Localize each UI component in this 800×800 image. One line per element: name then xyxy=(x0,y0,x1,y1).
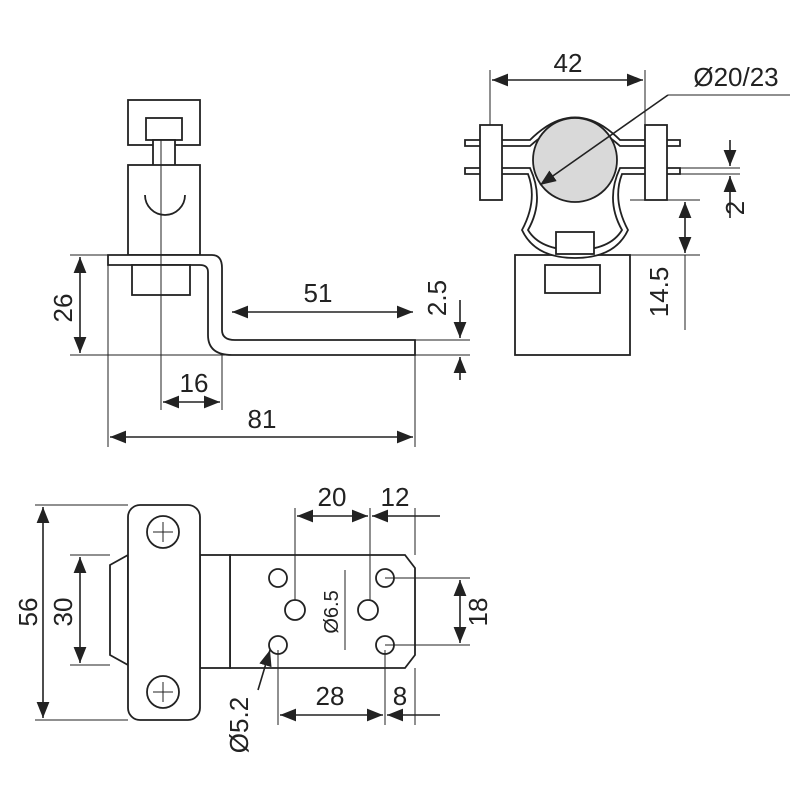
dim-small-hole: Ø5.2 xyxy=(224,697,254,753)
dim-42: 42 xyxy=(554,48,583,78)
side-dimensions: 26 51 2.5 16 81 xyxy=(48,254,470,447)
dim-51: 51 xyxy=(304,278,333,308)
side-view xyxy=(107,99,416,410)
dim-2: 2 xyxy=(720,201,750,215)
dim-8: 8 xyxy=(393,681,407,711)
dim-2-5: 2.5 xyxy=(422,280,452,316)
dim-pipe-diameter: Ø20/23 xyxy=(693,62,778,92)
screw-head xyxy=(145,117,183,141)
dim-20: 20 xyxy=(318,482,347,512)
bottom-view xyxy=(109,504,416,721)
dim-56: 56 xyxy=(13,598,43,627)
bottom-dimensions: 56 30 20 12 Ø6.5 18 28 8 Ø5.2 xyxy=(13,482,493,753)
dim-14-5: 14.5 xyxy=(644,267,674,318)
front-dimensions: 42 Ø20/23 2 14.5 xyxy=(489,48,790,330)
dim-center-hole: Ø6.5 xyxy=(321,590,343,633)
dim-26: 26 xyxy=(48,294,78,323)
dim-28: 28 xyxy=(316,681,345,711)
dim-12: 12 xyxy=(381,482,410,512)
dim-18: 18 xyxy=(463,598,493,627)
screw-left xyxy=(479,124,503,201)
dim-81: 81 xyxy=(248,404,277,434)
clamp-top-view xyxy=(127,504,201,721)
screw-right xyxy=(644,124,668,201)
dim-16: 16 xyxy=(180,368,209,398)
dim-30: 30 xyxy=(48,598,78,627)
front-view xyxy=(464,116,681,356)
